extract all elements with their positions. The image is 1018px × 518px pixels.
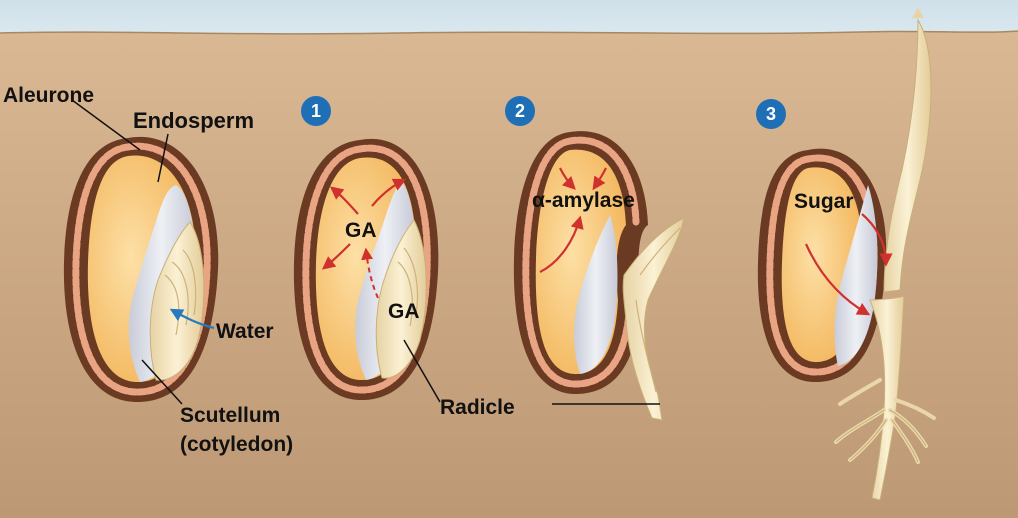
embryo-detail (164, 249, 197, 336)
sugar-arrow-1 (861, 213, 893, 267)
step-badge-3: 3 (756, 99, 786, 129)
label-water: Water (216, 320, 274, 343)
aleurone-layer (302, 144, 431, 394)
embryo-detail (397, 247, 419, 327)
soil-surface-line (0, 30, 1018, 35)
scutellum (834, 185, 878, 366)
seed-step-2 (513, 131, 685, 421)
endosperm-leader (157, 133, 169, 183)
ga-arrow-downleft (321, 243, 351, 270)
label-radicle: Radicle (440, 396, 515, 419)
amylase-arrow-2 (592, 167, 607, 191)
aleurone-leader (71, 99, 141, 151)
label-ga-embryo: GA (388, 300, 420, 323)
ga-embryo-leader (403, 339, 441, 403)
label-cotyledon: (cotyledon) (180, 433, 293, 456)
label-alpha-amylase: α-amylase (532, 189, 635, 212)
root-outline (835, 409, 927, 463)
amylase-arrow-3 (539, 215, 584, 273)
primary-root (869, 295, 905, 501)
ga-diffusion-arrow (361, 247, 379, 299)
ga-arrow-upleft (329, 186, 359, 215)
label-endosperm: Endosperm (133, 108, 254, 133)
label-sugar: Sugar (794, 190, 854, 213)
step-number: 2 (515, 101, 525, 121)
step-number: 1 (311, 101, 321, 121)
ga-arrow-upright (371, 178, 407, 207)
soil (0, 31, 1018, 518)
step-badge-1: 1 (301, 96, 331, 126)
step-badge-2: 2 (505, 96, 535, 126)
aleurone-layer (522, 136, 640, 388)
label-aleurone: Aleurone (3, 84, 94, 107)
seed-anatomy (63, 136, 219, 403)
scutellum (574, 215, 618, 374)
label-scutellum: Scutellum (180, 404, 280, 427)
aleurone-layer (72, 142, 211, 396)
sugar-arrow-2 (804, 243, 871, 316)
water-arrow (169, 308, 215, 330)
shoot-tip (912, 8, 924, 18)
embryo (375, 219, 427, 379)
label-ga-endosperm: GA (345, 219, 377, 242)
seed-step-3 (757, 8, 936, 501)
amylase-arrow-1 (559, 167, 576, 190)
embryo-detail (635, 227, 681, 393)
step-number: 3 (766, 104, 776, 124)
seed-step-1 (293, 138, 439, 401)
scutellum-leader (141, 359, 183, 405)
shoot (883, 18, 932, 293)
